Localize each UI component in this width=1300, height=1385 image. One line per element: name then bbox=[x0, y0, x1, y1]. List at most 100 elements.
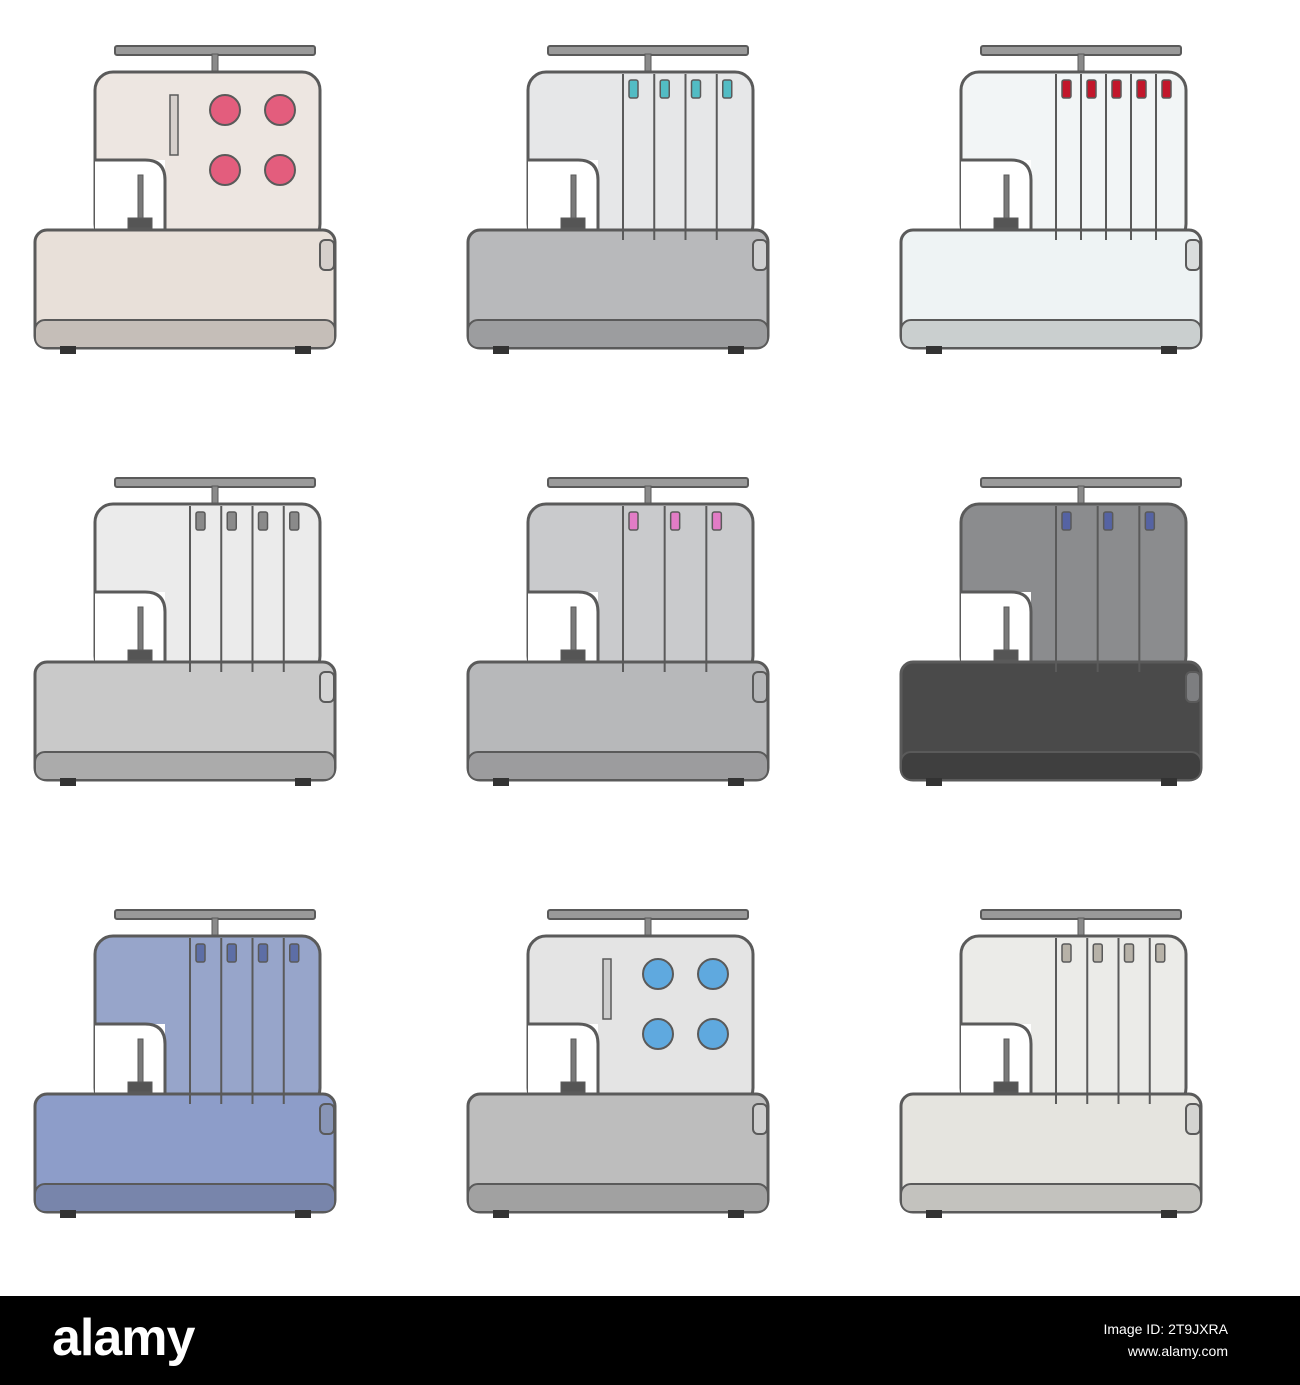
machine-foot bbox=[493, 346, 509, 354]
tension-tab bbox=[1086, 79, 1097, 99]
tension-tab bbox=[289, 511, 300, 531]
tension-tab bbox=[1136, 79, 1147, 99]
machine-foot bbox=[1161, 778, 1177, 786]
machine-foot bbox=[493, 1210, 509, 1218]
arm-outline bbox=[528, 1022, 600, 1106]
tension-tab bbox=[659, 79, 670, 99]
base-bottom-band bbox=[34, 751, 336, 781]
tension-tab bbox=[628, 79, 639, 99]
arm-outline bbox=[528, 590, 600, 674]
thread-guide-slot bbox=[602, 958, 612, 1020]
tension-dial bbox=[642, 958, 674, 990]
machine-foot bbox=[1161, 1210, 1177, 1218]
presser-foot bbox=[560, 649, 586, 661]
tension-tab bbox=[195, 943, 206, 963]
tension-tab bbox=[289, 943, 300, 963]
image-id-label: Image ID: 2T9JXRA bbox=[1103, 1321, 1229, 1337]
tension-dial bbox=[209, 94, 241, 126]
serger-pink-dots bbox=[33, 45, 337, 354]
base-bottom-band bbox=[34, 1183, 336, 1213]
tension-tab bbox=[257, 943, 269, 963]
serger-white-red bbox=[899, 45, 1203, 354]
base-bottom-band bbox=[900, 751, 1202, 781]
tension-dial bbox=[697, 1018, 729, 1050]
machine-foot bbox=[926, 778, 942, 786]
base-bottom-band bbox=[467, 319, 769, 349]
tension-tab bbox=[711, 511, 723, 531]
side-knob bbox=[752, 239, 768, 271]
tension-tab bbox=[628, 511, 639, 531]
serger-dark-navy bbox=[899, 477, 1203, 786]
tension-tab bbox=[1092, 943, 1103, 963]
base-bottom-band bbox=[34, 319, 336, 349]
presser-foot bbox=[127, 1081, 153, 1093]
side-knob bbox=[752, 1103, 768, 1135]
tension-tab bbox=[690, 79, 702, 99]
arm-outline bbox=[961, 590, 1033, 674]
tension-tab bbox=[195, 511, 206, 531]
site-url: www.alamy.com bbox=[1127, 1343, 1228, 1359]
tension-tab bbox=[1161, 79, 1172, 99]
arm-outline bbox=[528, 158, 600, 242]
base-bottom-band bbox=[467, 751, 769, 781]
machine-foot bbox=[728, 346, 744, 354]
tension-dial bbox=[264, 94, 296, 126]
tension-tab bbox=[669, 511, 681, 531]
tension-tab bbox=[226, 511, 237, 531]
needle-bar bbox=[570, 1038, 577, 1085]
presser-foot bbox=[560, 217, 586, 229]
side-knob bbox=[1185, 1103, 1201, 1135]
presser-foot bbox=[993, 217, 1019, 229]
needle-bar bbox=[570, 174, 577, 221]
needle-bar bbox=[137, 1038, 144, 1085]
machine-foot bbox=[60, 778, 76, 786]
serger-grey-teal bbox=[466, 45, 770, 354]
machine-foot bbox=[295, 1210, 311, 1218]
tension-tab bbox=[722, 79, 733, 99]
serger-grey-blue-dots bbox=[466, 909, 770, 1218]
machine-foot bbox=[728, 778, 744, 786]
arm-outline bbox=[95, 590, 167, 674]
side-knob bbox=[319, 671, 335, 703]
arm-outline bbox=[95, 158, 167, 242]
needle-bar bbox=[570, 606, 577, 653]
machine-foot bbox=[60, 1210, 76, 1218]
tension-dial bbox=[642, 1018, 674, 1050]
base-bottom-band bbox=[467, 1183, 769, 1213]
brand-logo: alamy bbox=[52, 1309, 195, 1367]
machine-foot bbox=[728, 1210, 744, 1218]
illustration-area bbox=[33, 45, 1203, 1218]
machine-foot bbox=[926, 1210, 942, 1218]
serger-cream bbox=[899, 909, 1203, 1218]
tension-tab bbox=[1102, 511, 1114, 531]
needle-bar bbox=[1003, 606, 1010, 653]
tension-dial bbox=[209, 154, 241, 186]
side-knob bbox=[752, 671, 768, 703]
needle-bar bbox=[1003, 1038, 1010, 1085]
tension-tab bbox=[1061, 511, 1072, 531]
presser-foot bbox=[993, 1081, 1019, 1093]
machine-foot bbox=[1161, 346, 1177, 354]
tension-dial bbox=[697, 958, 729, 990]
needle-bar bbox=[137, 174, 144, 221]
image-id-block: Image ID: 2T9JXRA www.alamy.com bbox=[1104, 1318, 1229, 1362]
serger-light-grey bbox=[33, 477, 337, 786]
tension-tab bbox=[226, 943, 237, 963]
side-knob bbox=[1185, 671, 1201, 703]
tension-tab bbox=[1111, 79, 1122, 99]
needle-bar bbox=[1003, 174, 1010, 221]
tension-tab bbox=[1144, 511, 1156, 531]
needle-bar bbox=[137, 606, 144, 653]
serger-grey-pink bbox=[466, 477, 770, 786]
presser-foot bbox=[560, 1081, 586, 1093]
arm-outline bbox=[95, 1022, 167, 1106]
tension-tab bbox=[1061, 943, 1072, 963]
tension-tab bbox=[1061, 79, 1072, 99]
tension-tab bbox=[257, 511, 269, 531]
machine-foot bbox=[926, 346, 942, 354]
machine-foot bbox=[295, 346, 311, 354]
machine-foot bbox=[295, 778, 311, 786]
side-knob bbox=[319, 239, 335, 271]
presser-foot bbox=[993, 649, 1019, 661]
presser-foot bbox=[127, 649, 153, 661]
